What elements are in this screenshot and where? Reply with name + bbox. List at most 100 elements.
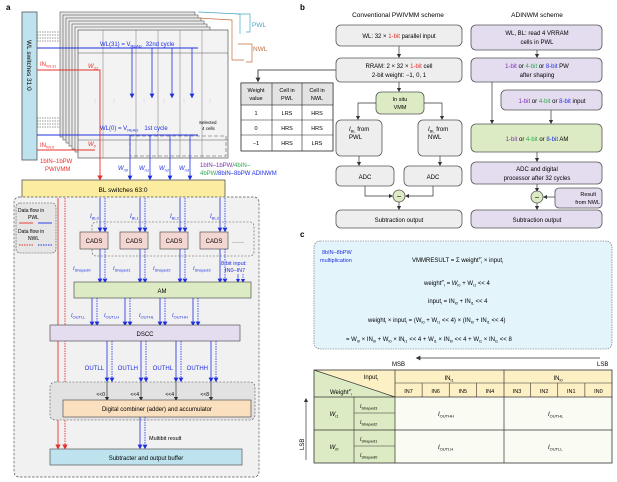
- out-label-0: OUTLL: [85, 366, 105, 372]
- ishaped-label-0: IShaped0: [73, 266, 91, 273]
- multibit-label: Multibit result: [149, 436, 182, 442]
- weight-table-cell: LRS: [312, 141, 323, 147]
- out-label-3: OUTHH: [187, 366, 208, 372]
- cads-label: CADS: [86, 239, 103, 245]
- lsb-side-label: LSB: [300, 439, 306, 450]
- svg-text:⋮: ⋮: [142, 98, 146, 103]
- weight-table-header: value: [249, 96, 262, 102]
- adi-pw-text: 1-bit or 4-bit or 8-bit PW: [505, 64, 569, 70]
- adi-input-text: 1-bit or 4-bit or 8-bit input: [518, 99, 585, 105]
- subtracter-label: Subtracter and output buffer: [109, 456, 184, 462]
- weight-table-header: Cell in: [279, 88, 294, 94]
- cads-box-3: [199, 231, 229, 250]
- w-i0-label: Wi0: [330, 445, 340, 452]
- msb-label: MSB: [392, 362, 405, 368]
- weight-table-cell: 1: [254, 111, 257, 117]
- shaped-cell-1: IShaped2: [360, 420, 378, 427]
- arrow: [355, 102, 376, 121]
- adi-pw-box: [470, 57, 603, 83]
- weight-table-cell: 0: [254, 126, 257, 132]
- svg-text:Wn3: Wn3: [179, 166, 190, 173]
- bit-label-in2: IN2: [540, 389, 549, 395]
- cell-dots: ⋮⋮⋮⋮⋮⋮: [93, 98, 212, 103]
- in-wl31-label: INWL31: [40, 62, 57, 69]
- ibl-label-0: IBL0: [90, 214, 100, 221]
- adi-sub-output: Subtraction output: [513, 218, 562, 224]
- weight-table-cell: HRS: [311, 111, 323, 117]
- in-i0-header: INi0: [553, 376, 563, 383]
- subtracter-box: [49, 448, 243, 466]
- legend-nwl-1: Data flow in: [18, 229, 44, 235]
- bit-label-in5: IN5: [459, 389, 468, 395]
- bit-table: [313, 369, 613, 464]
- conv-title: Conventional PWIVMM scheme: [352, 12, 444, 19]
- insitu-text-1: In situ: [393, 97, 408, 103]
- w0-label: W0: [88, 142, 97, 149]
- ishaped-label-3: IShaped3: [193, 266, 211, 273]
- iout-label-3: IOUTHH: [172, 313, 188, 320]
- adi-sub-output-box: [470, 209, 603, 229]
- weight-table-header: NWL: [311, 96, 323, 102]
- adc-nwl-label: ADC: [427, 175, 440, 181]
- shift-label-3: <<8: [200, 392, 209, 398]
- in-i1-header: INi1: [444, 376, 454, 383]
- adi-title: ADINWM scheme: [511, 12, 563, 19]
- wl-connectors: [37, 31, 60, 128]
- adi-read-box: [470, 24, 603, 51]
- adi-pw-text-2: after shaping: [520, 73, 555, 79]
- lsb-label: LSB: [597, 362, 608, 368]
- iout-cell-outlh: IOUTLH: [438, 445, 453, 452]
- weight-table-cell: −1: [253, 141, 259, 147]
- cads-box-0: [79, 231, 109, 250]
- weight-table: [240, 82, 334, 152]
- iout-label-0: IOUTLL: [71, 313, 86, 320]
- conv-sub-output: Subtraction output: [375, 218, 424, 224]
- mult-label-2: multiplication: [320, 258, 352, 264]
- adinwm-label-1: 1bIN–1bPW/4bIN–: [200, 163, 251, 169]
- conv-rram-text-2: 2-bit weight: −1, 0, 1: [372, 73, 427, 79]
- bit-label-in0: IN0: [594, 389, 603, 395]
- selected-cells-label: Selected: [199, 120, 217, 125]
- eq-expansion: = Wi0 × INi0 + Wi0 × INi1 << 4 + Wi1 × I…: [346, 337, 512, 344]
- bit-label-in6: IN6: [431, 389, 440, 395]
- input-8bit-label-2: IN0–IN7: [225, 268, 245, 274]
- adi-input-box: [500, 89, 603, 111]
- cads-box-2: [159, 231, 189, 250]
- bit-label-in3: IN3: [513, 389, 522, 395]
- eq-input: inputi = INi0 + INi1 << 4: [428, 299, 488, 306]
- legend-pwl-1: Data flow in: [18, 208, 44, 214]
- conv-wl-text: WL: 32 × 1-bit parallel input: [362, 34, 436, 40]
- eq-product: weighti × inputi = (Wi0 + Wi1 << 4) × (I…: [367, 318, 506, 325]
- iout-cell-outhl: IOUTHL: [548, 412, 564, 419]
- adi-adc-1: ADC and digital: [516, 167, 558, 173]
- cads-label: CADS: [206, 239, 223, 245]
- svg-text:Wn0: Wn0: [118, 166, 129, 173]
- adi-am-box: [470, 123, 603, 153]
- input-header: Inputi: [364, 375, 378, 382]
- data-flow-legend: [15, 202, 57, 254]
- arrow: [424, 102, 445, 121]
- table-connector: [255, 69, 340, 83]
- out-label-2: OUTHL: [153, 366, 174, 372]
- shift-label-2: <<4: [165, 392, 174, 398]
- result-nwl-box: [554, 187, 603, 209]
- bl-switches-label: BL switches 63:0: [99, 187, 148, 194]
- weight-table-cell: HRS: [281, 141, 293, 147]
- weight-table-header: Weight: [247, 88, 264, 94]
- w-i1-label: Wi1: [330, 412, 339, 419]
- bit-column-lines: [421, 383, 586, 397]
- equation-box: [313, 240, 613, 350]
- iout-label-2: IOUTHL: [139, 313, 155, 320]
- input-8bit-label-1: 8-bit input:: [221, 261, 247, 267]
- minus-icon: −: [397, 192, 402, 201]
- shaped-cell-3: IShaped0: [360, 453, 378, 460]
- cads-label: CADS: [126, 239, 143, 245]
- w31-label: W31: [88, 64, 98, 71]
